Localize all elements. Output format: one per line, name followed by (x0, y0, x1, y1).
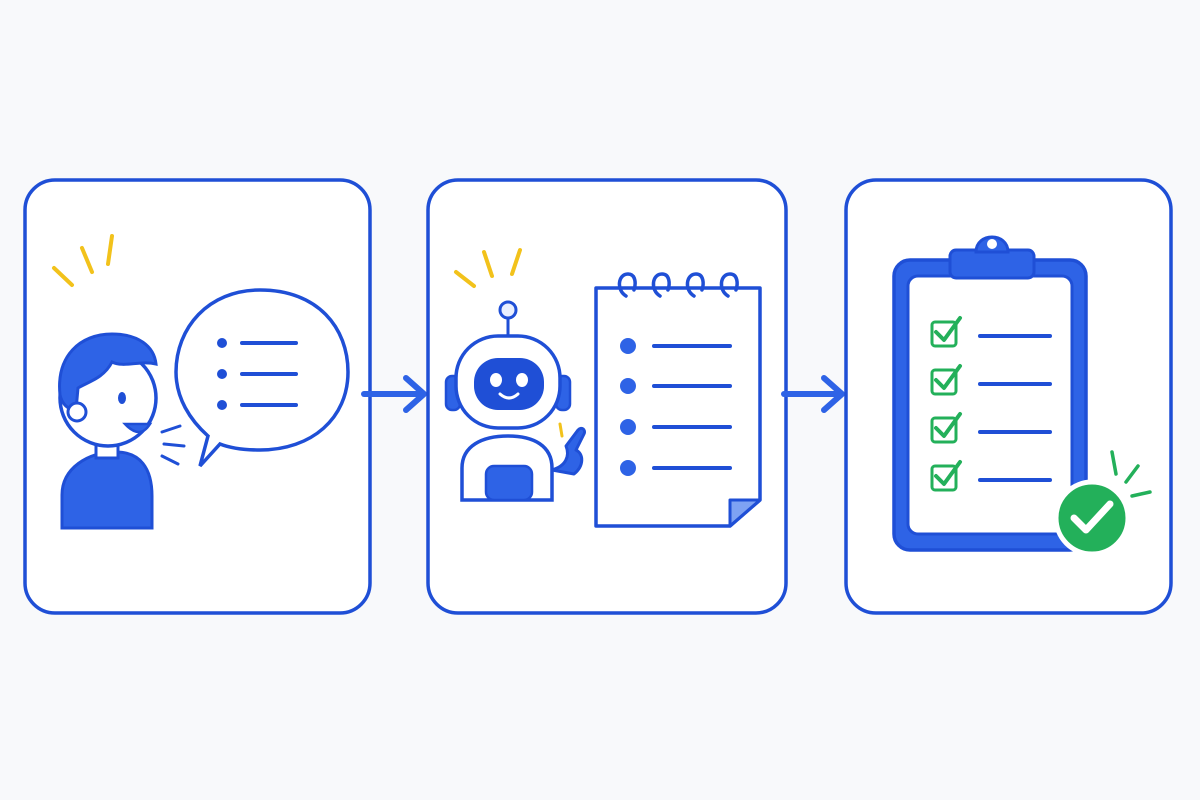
burst-lines-icon (454, 248, 522, 288)
checkbox-icon (930, 460, 962, 492)
notepad-rings (617, 272, 739, 298)
checkbox-icon (930, 412, 962, 444)
arrow-right-icon (361, 375, 427, 413)
checklist (930, 316, 1052, 492)
notepad-list (620, 338, 732, 476)
panel-tasks-completed (844, 178, 1173, 615)
burst-lines-icon (1110, 450, 1152, 498)
speech-bubble-icon (174, 288, 350, 468)
panel-assistant-plans (426, 178, 788, 615)
person-icon (58, 332, 158, 530)
robot-icon (444, 300, 586, 502)
voice-lines-icon (160, 424, 186, 466)
bubble-list (217, 338, 298, 410)
panel-user-request (23, 178, 372, 615)
arrow-right-icon (781, 375, 845, 413)
checkbox-icon (930, 316, 962, 348)
notepad-icon (594, 272, 762, 528)
checkbox-icon (930, 364, 962, 396)
burst-lines-icon (52, 234, 114, 287)
success-check-icon (1053, 479, 1131, 557)
